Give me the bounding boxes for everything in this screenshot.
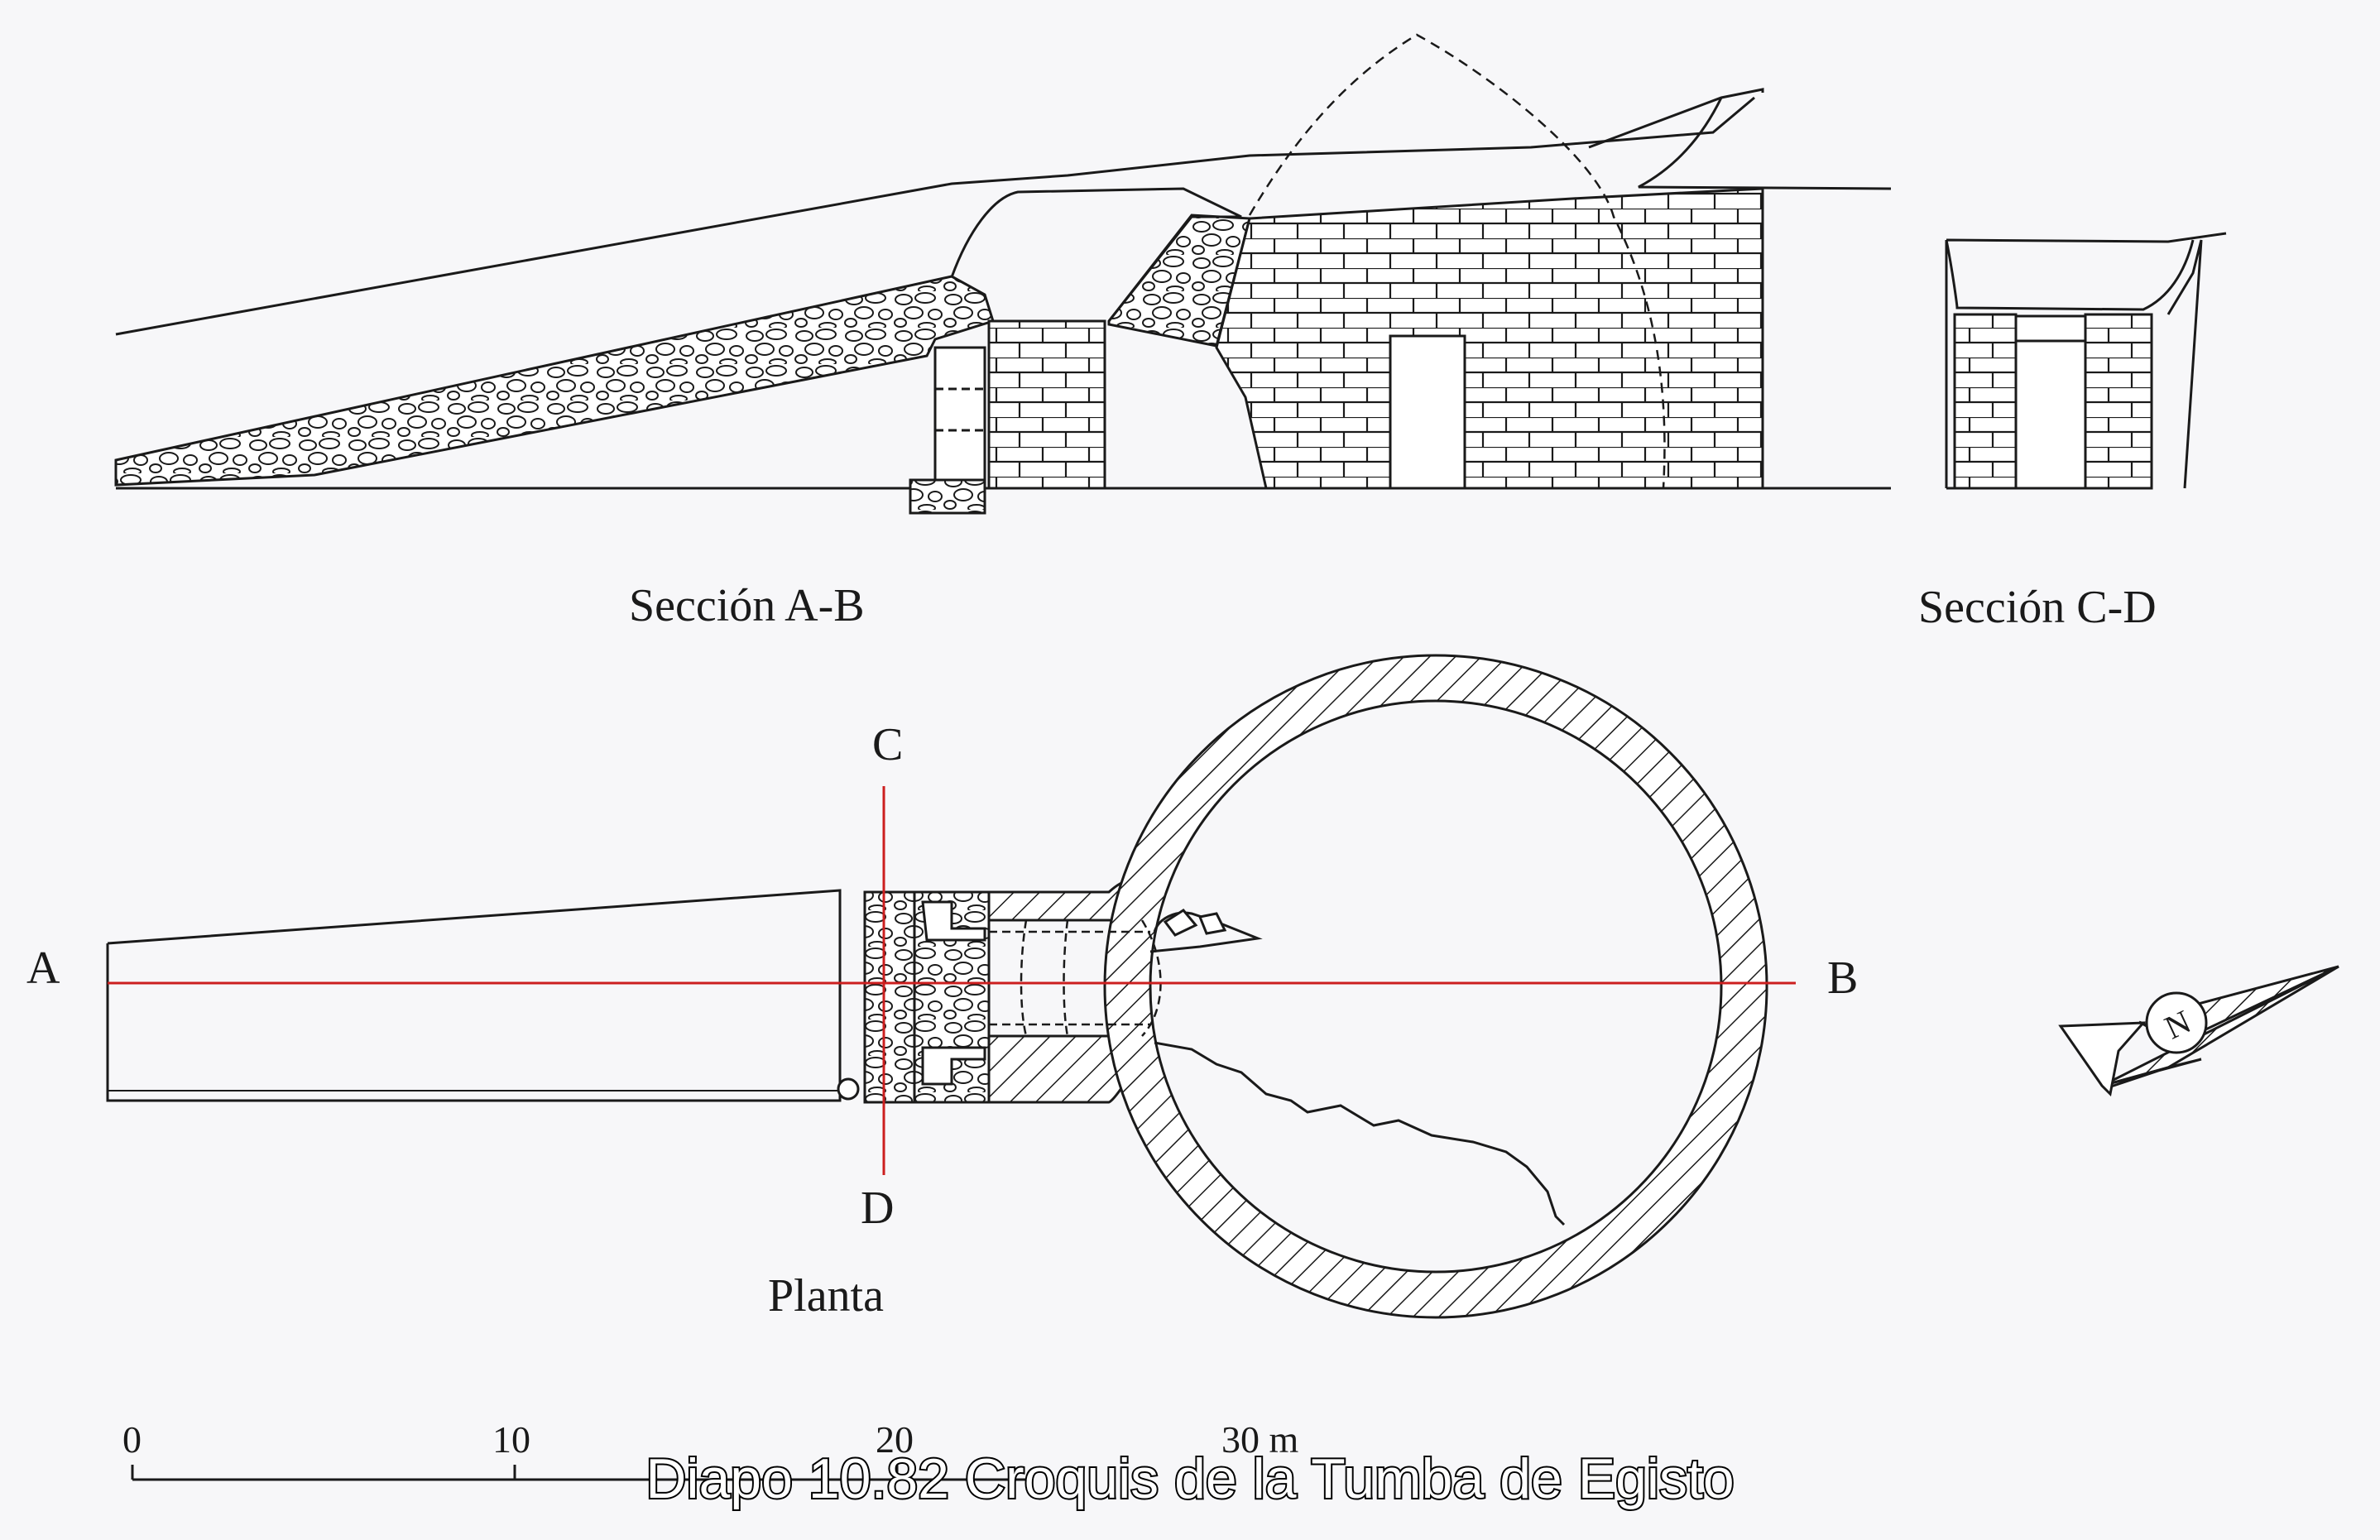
dome-reconstruction-dashed (1248, 33, 1666, 489)
door-jamb-bottom (921, 1046, 986, 1086)
cd-rock-outline (1945, 239, 2195, 311)
scale-tick-label-0: 0 (122, 1418, 142, 1461)
tholos-doorway (1389, 334, 1466, 490)
slide-caption: Diapo 10.82 Croquis de la Tumba de Egist… (644, 1446, 1735, 1512)
scale-tick-label-10: 10 (492, 1418, 530, 1461)
scale-tick-label-30: 30 m (1221, 1418, 1299, 1461)
cd-top-outline (1945, 232, 2227, 488)
tholos-ring-plan (1103, 654, 1768, 1319)
doorway-dashed-lines (989, 919, 1162, 1037)
scale-bar (131, 1465, 1026, 1481)
point-c-label: C (872, 719, 903, 770)
cd-left-brick-wall (1953, 313, 2018, 490)
tholos-brick-wall (1215, 187, 1764, 490)
rock-outline (1638, 97, 1892, 190)
stomion-brick-wall (987, 319, 1106, 490)
capstone-outline (950, 187, 1242, 322)
cd-opening (2014, 339, 2087, 490)
ground-surface-line-upper (1588, 88, 1764, 149)
door-jamb-top (921, 900, 986, 942)
stomion-base (909, 478, 986, 515)
dromos-column-base (837, 1077, 860, 1101)
section-lines (108, 786, 1796, 1175)
cd-lintel (2014, 314, 2087, 343)
dromos-outline (106, 889, 842, 1102)
section-ab-drawing (114, 33, 1892, 515)
scale-tick-label-20: 20 (876, 1418, 914, 1461)
section-ab-title: Sección A-B (629, 580, 865, 631)
section-cd-title: Sección C-D (1918, 582, 2157, 633)
cd-right-slope (2166, 239, 2203, 489)
point-a-label: A (26, 943, 60, 994)
cd-right-brick-wall (2084, 313, 2153, 490)
ground-surface-line (115, 96, 1755, 336)
plan-drawing (106, 654, 1768, 1319)
stomion-rubble-plan (863, 890, 916, 1104)
north-arrow-icon: N (2058, 965, 2339, 1097)
dromos-rubble-fill (114, 275, 995, 487)
section-cd-drawing (1945, 232, 2227, 490)
point-d-label: D (861, 1183, 894, 1234)
stomion-jamb-small (933, 346, 986, 482)
plan-title: Planta (768, 1270, 884, 1322)
collapse-stones (1163, 909, 1227, 937)
point-b-label: B (1827, 952, 1858, 1004)
rubble-edge-outline (1154, 1041, 1566, 1226)
